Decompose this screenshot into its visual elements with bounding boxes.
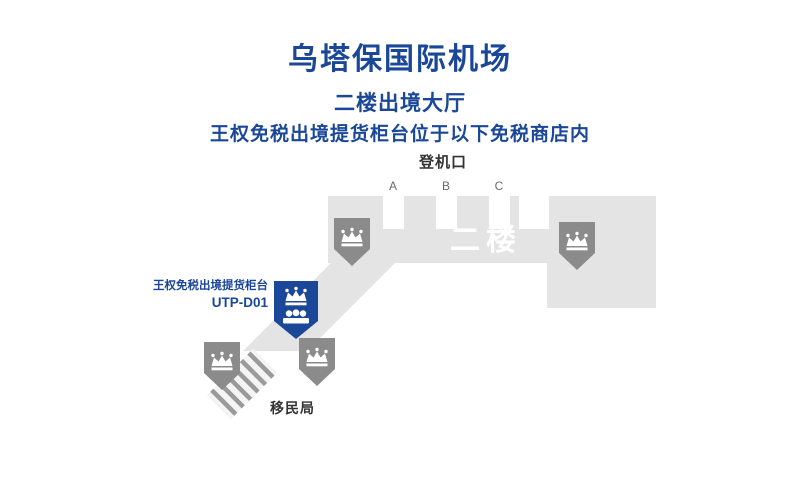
page-title: 乌塔保国际机场: [288, 43, 512, 76]
dutyfree-shop-marker: [559, 222, 595, 270]
pickup-counter-label: 王权免税出境提货柜台 UTP-D01: [96, 280, 268, 311]
page-subtitle: 二楼出境大厅: [334, 92, 466, 115]
gate-slot-a: [383, 195, 404, 229]
gate-slot-extra: [519, 195, 549, 229]
gate-slot-b: [436, 195, 457, 229]
floor-label: 二楼: [450, 224, 522, 257]
gate-letter-b: B: [442, 179, 450, 193]
pickup-counter-marker: [274, 281, 318, 339]
immigration-label: 移民局: [270, 400, 315, 416]
page-description: 王权免税出境提货柜台位于以下免税商店内: [209, 124, 590, 145]
dutyfree-shop-marker: [204, 342, 240, 390]
dutyfree-shop-marker: [299, 338, 335, 386]
corridor-area: [243, 262, 396, 351]
gate-slot-c: [489, 195, 510, 229]
gate-letter-c: C: [495, 179, 504, 193]
pickup-counter-code: UTP-D01: [211, 294, 268, 310]
dutyfree-shop-marker: [334, 218, 370, 266]
boarding-gates-label: 登机口: [419, 154, 468, 171]
pickup-counter-name: 王权免税出境提货柜台: [153, 280, 268, 292]
gate-letter-a: A: [389, 179, 397, 193]
